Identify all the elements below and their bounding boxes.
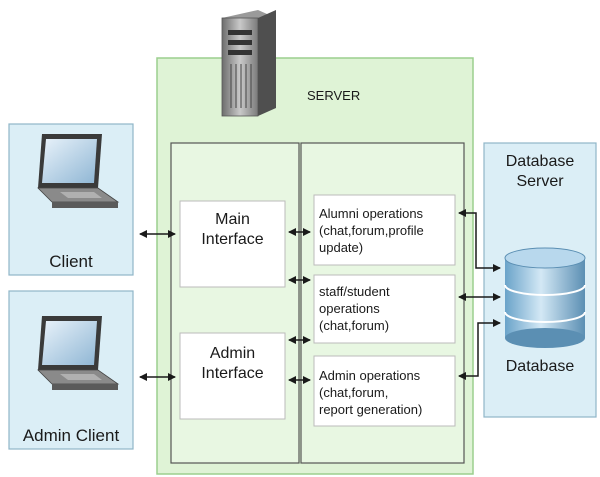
laptop-icon [37, 134, 120, 208]
laptop-icon [37, 316, 120, 390]
arrow-adminops-db [458, 319, 501, 380]
admin-client-label: Admin Client [22, 426, 120, 445]
admin-interface-label: Admin Interface [201, 345, 264, 382]
client-label: Client [49, 252, 93, 271]
main-interface-box [179, 200, 286, 288]
database-label: Database [505, 358, 575, 375]
admin-ops-label: Admin operations (chat,forum, report gen… [319, 368, 423, 417]
server-label: SERVER [307, 88, 361, 103]
alumni-ops-label: Alumni operations (chat,forum,profile up… [319, 206, 424, 255]
staff-ops-label: staff/student operations (chat,forum) [319, 284, 390, 333]
admin-ops-box [313, 355, 456, 427]
arrow-alumni-db [458, 209, 501, 272]
main-interface-label: Main Interface [201, 211, 264, 248]
staff-ops-box [313, 274, 456, 344]
database-icon [504, 247, 586, 348]
alumni-ops-box [313, 194, 456, 266]
server-tower-icon [221, 10, 276, 117]
database-server-title: Database Server [505, 153, 575, 190]
admin-interface-box [179, 332, 286, 420]
